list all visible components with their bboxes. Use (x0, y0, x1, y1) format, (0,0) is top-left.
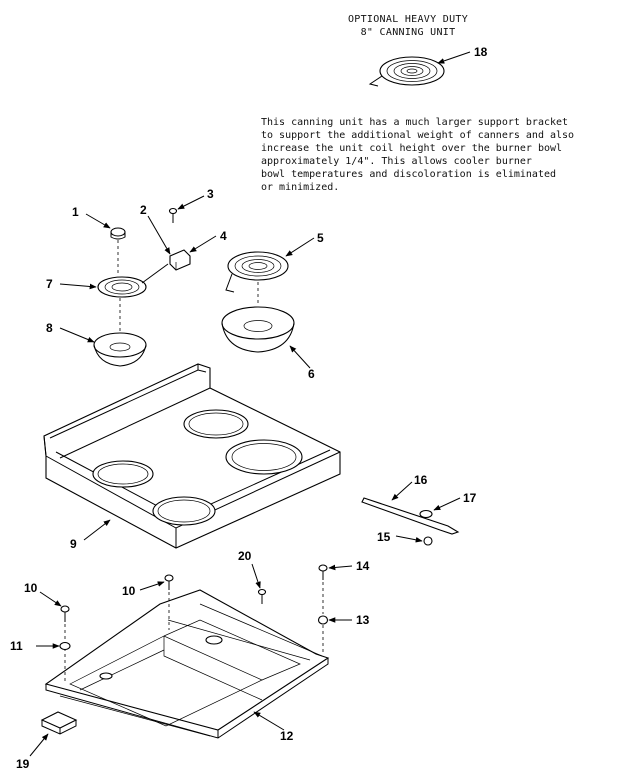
large-surface-unit (225, 237, 315, 306)
screw-part (168, 195, 205, 223)
description-line: to support the additional weight of cann… (261, 130, 574, 141)
callout-1: 1 (72, 205, 79, 219)
description-line: or minimized. (261, 182, 339, 193)
small-burner-bowl (59, 298, 147, 367)
description-text: This canning unit has a much larger supp… (261, 117, 574, 193)
main-top (43, 363, 341, 549)
callout-4: 4 (220, 229, 227, 243)
callout-10-left: 10 (24, 581, 38, 595)
callout-9: 9 (70, 537, 77, 551)
callout-15: 15 (377, 530, 391, 544)
callout-3: 3 (207, 187, 214, 201)
callout-18: 18 (474, 45, 488, 59)
callout-6: 6 (308, 367, 315, 381)
description-line: This canning unit has a much larger supp… (261, 117, 568, 128)
knob-part (85, 213, 126, 240)
screw-part (39, 591, 70, 682)
screw-part (318, 564, 353, 614)
callout-17: 17 (463, 491, 477, 505)
callout-8: 8 (46, 321, 53, 335)
callout-20: 20 (238, 549, 252, 563)
large-burner-bowl (221, 306, 311, 369)
callout-19: 19 (16, 757, 30, 771)
description-line: bowl temperatures and discoloration is e… (261, 169, 556, 180)
screw-part (139, 574, 174, 630)
callout-2: 2 (140, 203, 147, 217)
callout-10-right: 10 (122, 584, 136, 598)
callout-12: 12 (280, 729, 294, 743)
screw-part (251, 563, 267, 604)
description-line: approximately 1/4". This allows cooler b… (261, 156, 532, 167)
clip-part (36, 641, 71, 651)
canning-unit-element (368, 51, 471, 87)
callout-14: 14 (356, 559, 370, 573)
callout-5: 5 (317, 231, 324, 245)
clip-part (317, 615, 352, 654)
caption-line-1: OPTIONAL HEAVY DUTY (348, 14, 468, 25)
small-surface-unit (59, 240, 169, 298)
small-bracket (29, 711, 78, 757)
caption-line-2: 8" CANNING UNIT (361, 27, 456, 38)
callout-13: 13 (356, 613, 370, 627)
hinge-bracket (361, 481, 461, 546)
callout-11: 11 (10, 639, 23, 653)
terminal-block (147, 215, 217, 271)
callout-7: 7 (46, 277, 53, 291)
description-line: increase the unit coil height over the b… (261, 143, 562, 154)
callout-16: 16 (414, 473, 428, 487)
bottom-panel (44, 589, 330, 739)
